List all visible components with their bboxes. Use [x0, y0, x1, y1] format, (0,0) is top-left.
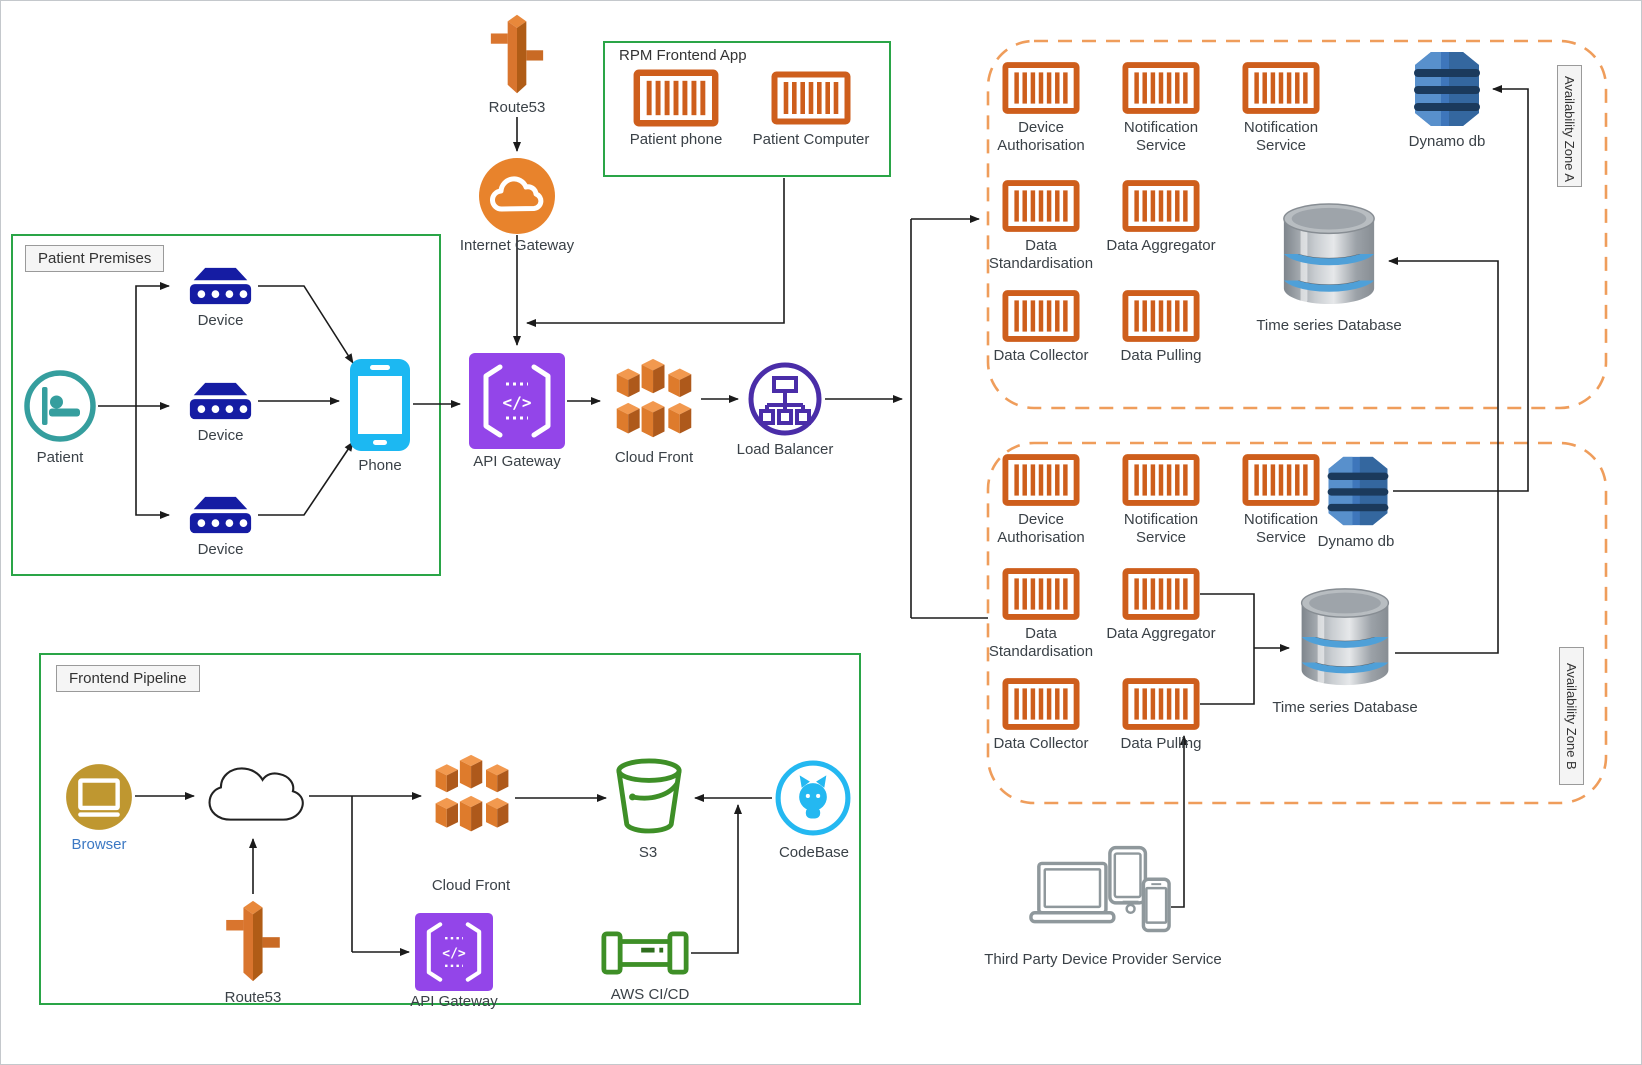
browser-label: Browser: [71, 836, 127, 853]
cloud-front-label: Cloud Front: [614, 449, 694, 466]
device3-label: Device: [197, 541, 244, 558]
zone-a-data-aggregator-label: Data Aggregator: [1106, 237, 1216, 254]
cloud-front-icon[interactable]: [609, 357, 699, 443]
device2-icon[interactable]: [184, 379, 257, 423]
load-balancer-label: Load Balancer: [736, 441, 834, 458]
patient-phone-icon[interactable]: [633, 69, 719, 127]
third-party-devices-icon[interactable]: [1027, 845, 1175, 945]
availability-zone-a-title: Availability Zone A: [1557, 65, 1582, 187]
dns-cloud-icon[interactable]: [201, 759, 309, 831]
zone-a-notification-service-1-label: Notification Service: [1123, 119, 1199, 154]
zone-b-data-standardisation-label: Data Standardisation: [988, 625, 1094, 660]
zone-a-dynamo-db-label: Dynamo db: [1408, 133, 1486, 150]
pipeline-api-gateway-icon[interactable]: [415, 913, 493, 991]
device1-label: Device: [197, 312, 244, 329]
phone-icon[interactable]: [348, 357, 412, 453]
zone-a-time-series-db-icon[interactable]: [1277, 197, 1381, 311]
zone-b-time-series-db-label: Time series Database: [1272, 699, 1418, 716]
zone-a-notification-service-2-label: Notification Service: [1243, 119, 1319, 154]
device1-icon[interactable]: [184, 264, 257, 308]
zone-a-notification-service-1-icon[interactable]: [1122, 61, 1200, 115]
aws-cicd-icon[interactable]: [601, 927, 689, 979]
api-gateway-label: API Gateway: [473, 453, 561, 470]
wire-aggregator-pulling-junction: [1200, 593, 1255, 705]
codebase-icon[interactable]: [774, 759, 852, 837]
zone-b-notification-service-1-label: Notification Service: [1123, 511, 1199, 546]
zone-b-data-standardisation-icon[interactable]: [1002, 567, 1080, 621]
zone-b-notification-service-1-icon[interactable]: [1122, 453, 1200, 507]
zone-a-device-authorisation-label: Device Authorisation: [997, 119, 1085, 154]
load-balancer-icon[interactable]: [747, 361, 823, 437]
zone-a-dynamo-db-icon[interactable]: [1409, 49, 1485, 129]
pipeline-api-gateway-label: API Gateway: [410, 993, 498, 1010]
api-gateway-icon[interactable]: [469, 353, 565, 449]
internet-gateway-label: Internet Gateway: [459, 237, 575, 254]
zone-b-device-authorisation-label: Device Authorisation: [997, 511, 1085, 546]
zone-a-data-standardisation-label: Data Standardisation: [988, 237, 1094, 272]
route53-label: Route53: [488, 99, 546, 116]
codebase-label: CodeBase: [778, 844, 850, 861]
s3-icon[interactable]: [613, 756, 685, 834]
third-party-label: Third Party Device Provider Service: [984, 951, 1222, 968]
zone-b-time-series-db-icon[interactable]: [1295, 581, 1395, 693]
zone-a-data-collector-label: Data Collector: [993, 347, 1089, 364]
zone-a-data-collector-icon[interactable]: [1002, 289, 1080, 343]
browser-icon[interactable]: [65, 763, 133, 831]
zone-b-data-collector-label: Data Collector: [993, 735, 1089, 752]
internet-gateway-icon[interactable]: [478, 157, 556, 235]
zone-a-time-series-db-label: Time series Database: [1256, 317, 1402, 334]
pipeline-cloud-front-label: Cloud Front: [431, 877, 511, 894]
aws-cicd-label: AWS CI/CD: [610, 986, 690, 1003]
zone-b-data-aggregator-label: Data Aggregator: [1106, 625, 1216, 642]
zone-b-notification-service-2-icon[interactable]: [1242, 453, 1320, 507]
pipeline-cloud-front-icon[interactable]: [429, 753, 515, 837]
s3-label: S3: [638, 844, 658, 861]
device2-label: Device: [197, 427, 244, 444]
patient-premises-title: Patient Premises: [25, 245, 165, 272]
patient-computer-icon[interactable]: [771, 69, 851, 127]
device3-icon[interactable]: [184, 493, 257, 537]
zone-b-data-collector-icon[interactable]: [1002, 677, 1080, 731]
zone-b-dynamo-db-label: Dynamo db: [1317, 533, 1395, 550]
patient-phone-label: Patient phone: [629, 131, 723, 148]
phone-label: Phone: [358, 457, 402, 474]
frontend-pipeline-box[interactable]: [39, 653, 861, 1005]
route53-icon[interactable]: [489, 9, 545, 99]
pipeline-route53-label: Route53: [224, 989, 282, 1006]
pipeline-route53-icon[interactable]: [220, 897, 286, 985]
zone-a-data-standardisation-icon[interactable]: [1002, 179, 1080, 233]
zone-a-data-pulling-icon[interactable]: [1122, 289, 1200, 343]
zone-a-notification-service-2-icon[interactable]: [1242, 61, 1320, 115]
availability-zone-b-title: Availability Zone B: [1559, 647, 1584, 785]
zone-b-data-aggregator-icon[interactable]: [1122, 567, 1200, 621]
patient-icon[interactable]: [23, 369, 97, 443]
zone-b-data-pulling-icon[interactable]: [1122, 677, 1200, 731]
rpm-frontend-app-title: RPM Frontend App: [619, 47, 747, 64]
patient-premises-box[interactable]: [11, 234, 441, 576]
patient-computer-label: Patient Computer: [752, 131, 870, 148]
zone-a-data-pulling-label: Data Pulling: [1120, 347, 1202, 364]
zone-b-data-pulling-label: Data Pulling: [1120, 735, 1202, 752]
frontend-pipeline-title: Frontend Pipeline: [56, 665, 200, 692]
zone-a-data-aggregator-icon[interactable]: [1122, 179, 1200, 233]
zone-a-device-authorisation-icon[interactable]: [1002, 61, 1080, 115]
patient-label: Patient: [36, 449, 84, 466]
zone-b-device-authorisation-icon[interactable]: [1002, 453, 1080, 507]
rpm-frontend-app-box[interactable]: [603, 41, 891, 177]
